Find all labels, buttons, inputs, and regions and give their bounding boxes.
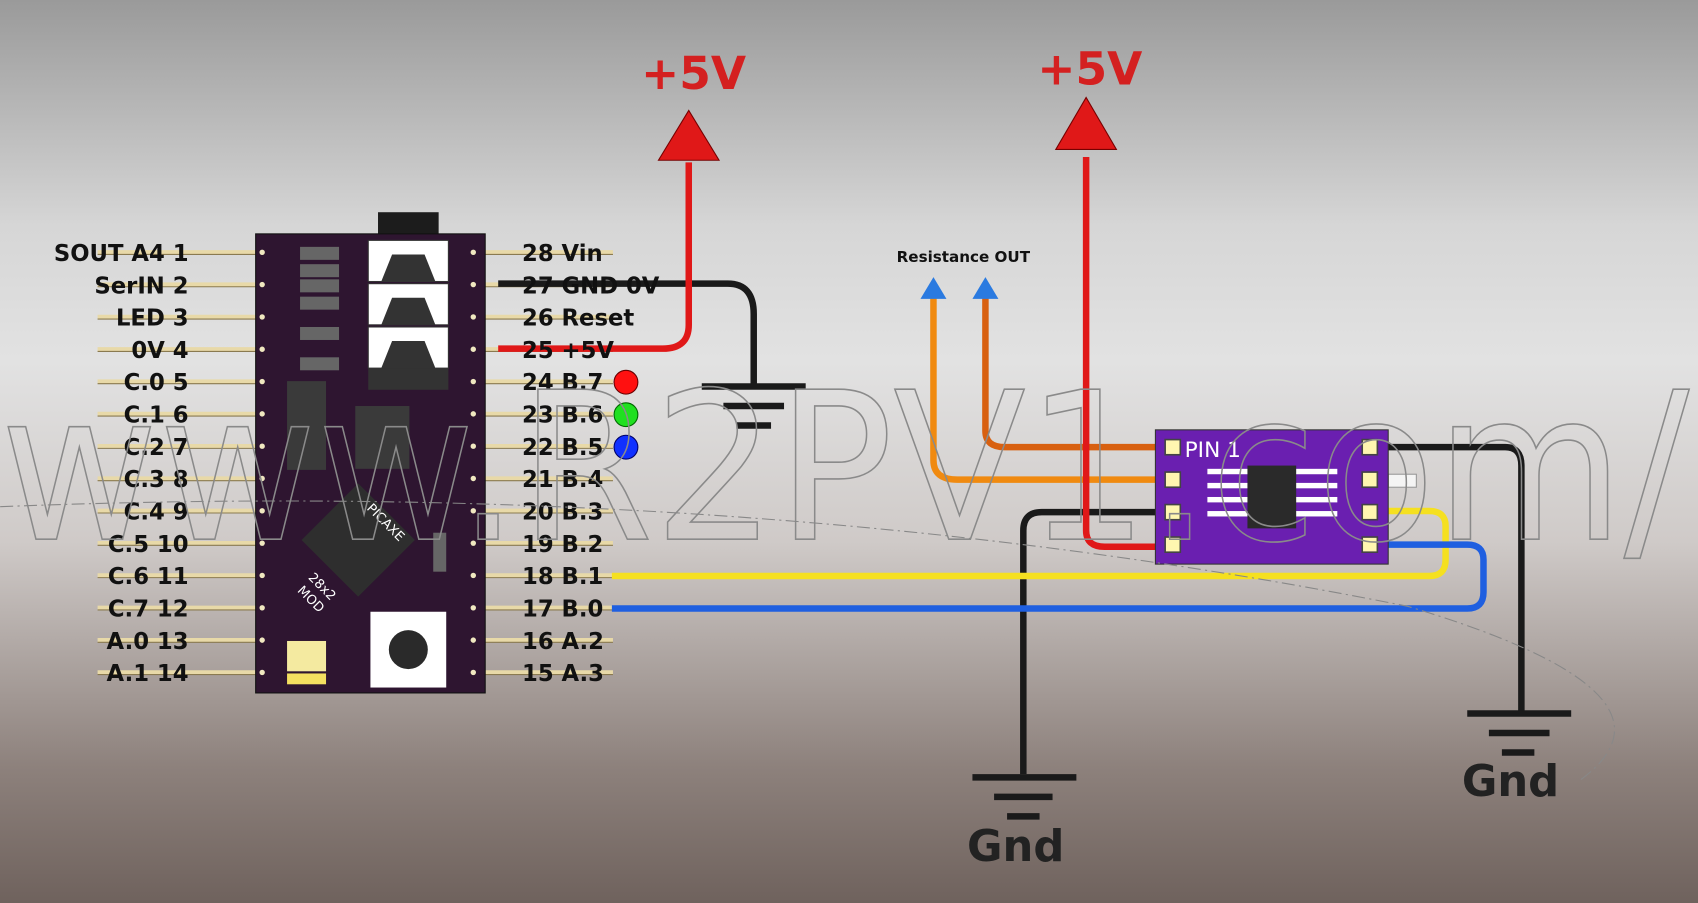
- wire-orange-2: [982, 297, 1159, 451]
- left-pin-label: SOUT A4 1: [54, 241, 189, 267]
- ground-symbol-icon: [701, 383, 806, 429]
- board-hole: [259, 411, 265, 417]
- wire-gnd-module: [1020, 508, 1159, 775]
- resistor: [433, 532, 447, 572]
- board-hole: [470, 281, 476, 288]
- wires: [498, 156, 1525, 775]
- gnd-label: Gnd: [1462, 757, 1559, 807]
- right-pin-label: 16 A.2: [522, 629, 604, 655]
- module-pads: [1164, 438, 1379, 554]
- right-pin-label: 21 B.4: [522, 467, 603, 493]
- output-arrow-icon: [972, 277, 999, 299]
- right-pin-label: 25 +5V: [522, 338, 614, 364]
- ground-symbol-icon: [1467, 710, 1572, 756]
- power-arrow-icon: [1054, 96, 1118, 150]
- board-hole: [259, 669, 265, 676]
- reset-button-cap[interactable]: [388, 630, 428, 670]
- left-pin-label: C.3 8: [124, 467, 189, 493]
- left-pin-label: A.0 13: [107, 629, 189, 655]
- board-hole: [470, 475, 476, 482]
- right-pin-label: 27 GND 0V: [522, 273, 660, 299]
- resistance-out-label: Resistance OUT: [897, 248, 1031, 266]
- board-hole: [259, 281, 265, 288]
- picaxe-board: PICAXE 28x2 MOD: [255, 212, 486, 694]
- power-arrow-icon: [657, 109, 721, 161]
- board-hole: [259, 637, 265, 643]
- right-pin-label: 15 A.3: [522, 661, 604, 687]
- left-pin-label: C.4 9: [124, 499, 189, 525]
- pin-headers: [97, 250, 613, 676]
- board-hole: [259, 249, 265, 255]
- watermark-curve: [0, 500, 1615, 781]
- board-hole: [470, 314, 476, 320]
- wire-blue-b0: [611, 541, 1487, 612]
- board-hole: [259, 346, 265, 352]
- power-label: +5V: [1037, 42, 1142, 95]
- board-hole: [470, 540, 476, 546]
- ground-symbol-icon: [972, 774, 1077, 820]
- left-pin-label: C.0 5: [124, 370, 189, 396]
- gnd-label: Gnd: [967, 822, 1064, 872]
- power-led: [287, 640, 327, 672]
- pin1-label: PIN 1: [1185, 438, 1241, 463]
- module-ic: [1247, 465, 1297, 529]
- board-hole: [470, 637, 476, 643]
- led-blue-icon: [613, 434, 639, 460]
- right-pin-label: 23 B.6: [522, 403, 603, 429]
- board-hole: [259, 540, 265, 546]
- right-pin-label: 28 Vin: [522, 241, 603, 267]
- board-hole: [259, 443, 265, 449]
- right-pin-label: 20 B.3: [522, 499, 603, 525]
- picaxe-chip: [301, 483, 415, 597]
- board-hole: [470, 508, 476, 514]
- wire-5v-board: [498, 162, 693, 352]
- board-hole: [259, 508, 265, 514]
- board-hole: [470, 443, 476, 449]
- right-pin-label: 18 B.1: [522, 564, 603, 590]
- smd-components: [300, 246, 340, 371]
- left-pin-label: C.7 12: [108, 596, 189, 622]
- wire-5v-module: [1082, 156, 1159, 551]
- left-pin-label: C.1 6: [124, 403, 189, 429]
- board-hole: [259, 605, 265, 611]
- right-pin-label: 26 Reset: [522, 306, 634, 332]
- watermark: www.R2PV1.com/: [0, 348, 1690, 588]
- left-pin-label: C.6 11: [108, 564, 189, 590]
- led-green-icon: [613, 402, 639, 428]
- wire-gnd-board: [498, 280, 757, 385]
- board-hole: [470, 346, 476, 352]
- right-pin-label: 19 B.2: [522, 532, 603, 558]
- regulator: [287, 381, 327, 470]
- board-hole: [259, 475, 265, 482]
- wire-orange-1: [930, 297, 1159, 483]
- board-hole: [470, 249, 476, 255]
- board-hole: [470, 378, 476, 385]
- right-pin-label: 17 B.0: [522, 596, 603, 622]
- left-pin-label: LED 3: [116, 306, 189, 332]
- board-hole: [470, 572, 476, 579]
- left-pin-label: SerIN 2: [94, 273, 188, 299]
- led-red-icon: [613, 369, 639, 395]
- board-hole: [259, 378, 265, 385]
- dip-switches: [367, 239, 449, 390]
- right-pin-label: 22 B.5: [522, 435, 603, 461]
- board-hole: [259, 314, 265, 320]
- left-pin-label: C.2 7: [124, 435, 189, 461]
- left-pin-label: A.1 14: [107, 661, 189, 687]
- board-hole: [259, 572, 265, 579]
- right-pin-label: 24 B.7: [522, 370, 603, 396]
- board-hole: [470, 605, 476, 611]
- left-pin-label: C.5 10: [108, 532, 189, 558]
- led-base: [287, 673, 327, 685]
- board-hole: [470, 669, 476, 676]
- board-hole: [470, 411, 476, 417]
- capacitor: [355, 406, 410, 469]
- output-arrow-icon: [920, 277, 947, 299]
- wire-gnd-right: [1386, 443, 1525, 712]
- sensor-module: PIN 1: [1154, 429, 1389, 565]
- power-label: +5V: [641, 47, 746, 100]
- left-pin-label: 0V 4: [131, 338, 188, 364]
